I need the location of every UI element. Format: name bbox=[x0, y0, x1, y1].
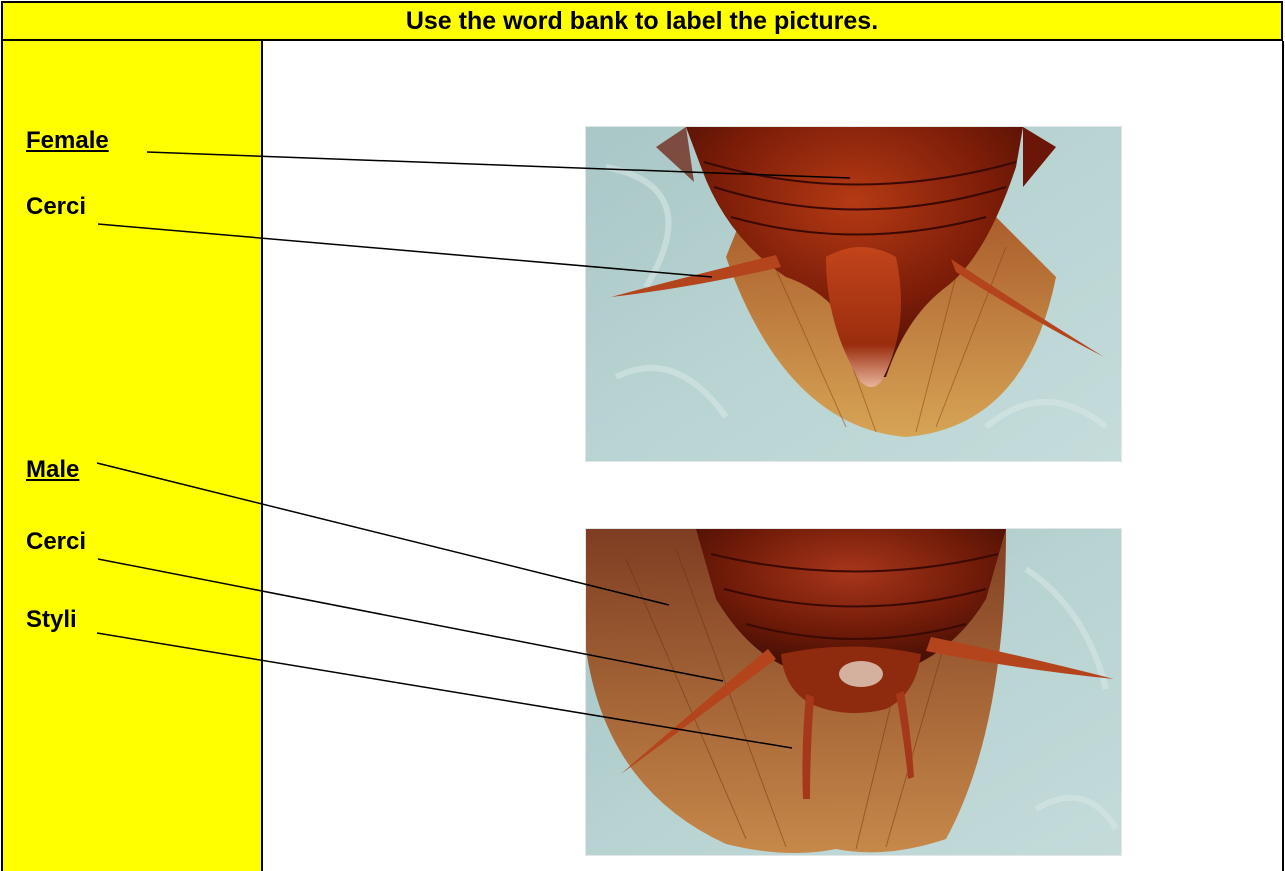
female-cockroach-image bbox=[586, 127, 1122, 462]
female-cerci-label: Cerci bbox=[26, 195, 86, 219]
male-styli-label: Styli bbox=[26, 608, 77, 632]
table-right-border bbox=[1282, 41, 1284, 871]
male-heading: Male bbox=[26, 458, 79, 482]
female-cockroach-photo bbox=[585, 126, 1122, 462]
male-cockroach-image bbox=[586, 529, 1122, 856]
female-heading: Female bbox=[26, 129, 109, 153]
instruction-header: Use the word bank to label the pictures. bbox=[1, 1, 1283, 41]
instruction-text: Use the word bank to label the pictures. bbox=[406, 7, 878, 36]
male-cockroach-photo bbox=[585, 528, 1122, 856]
male-cerci-label: Cerci bbox=[26, 530, 86, 554]
